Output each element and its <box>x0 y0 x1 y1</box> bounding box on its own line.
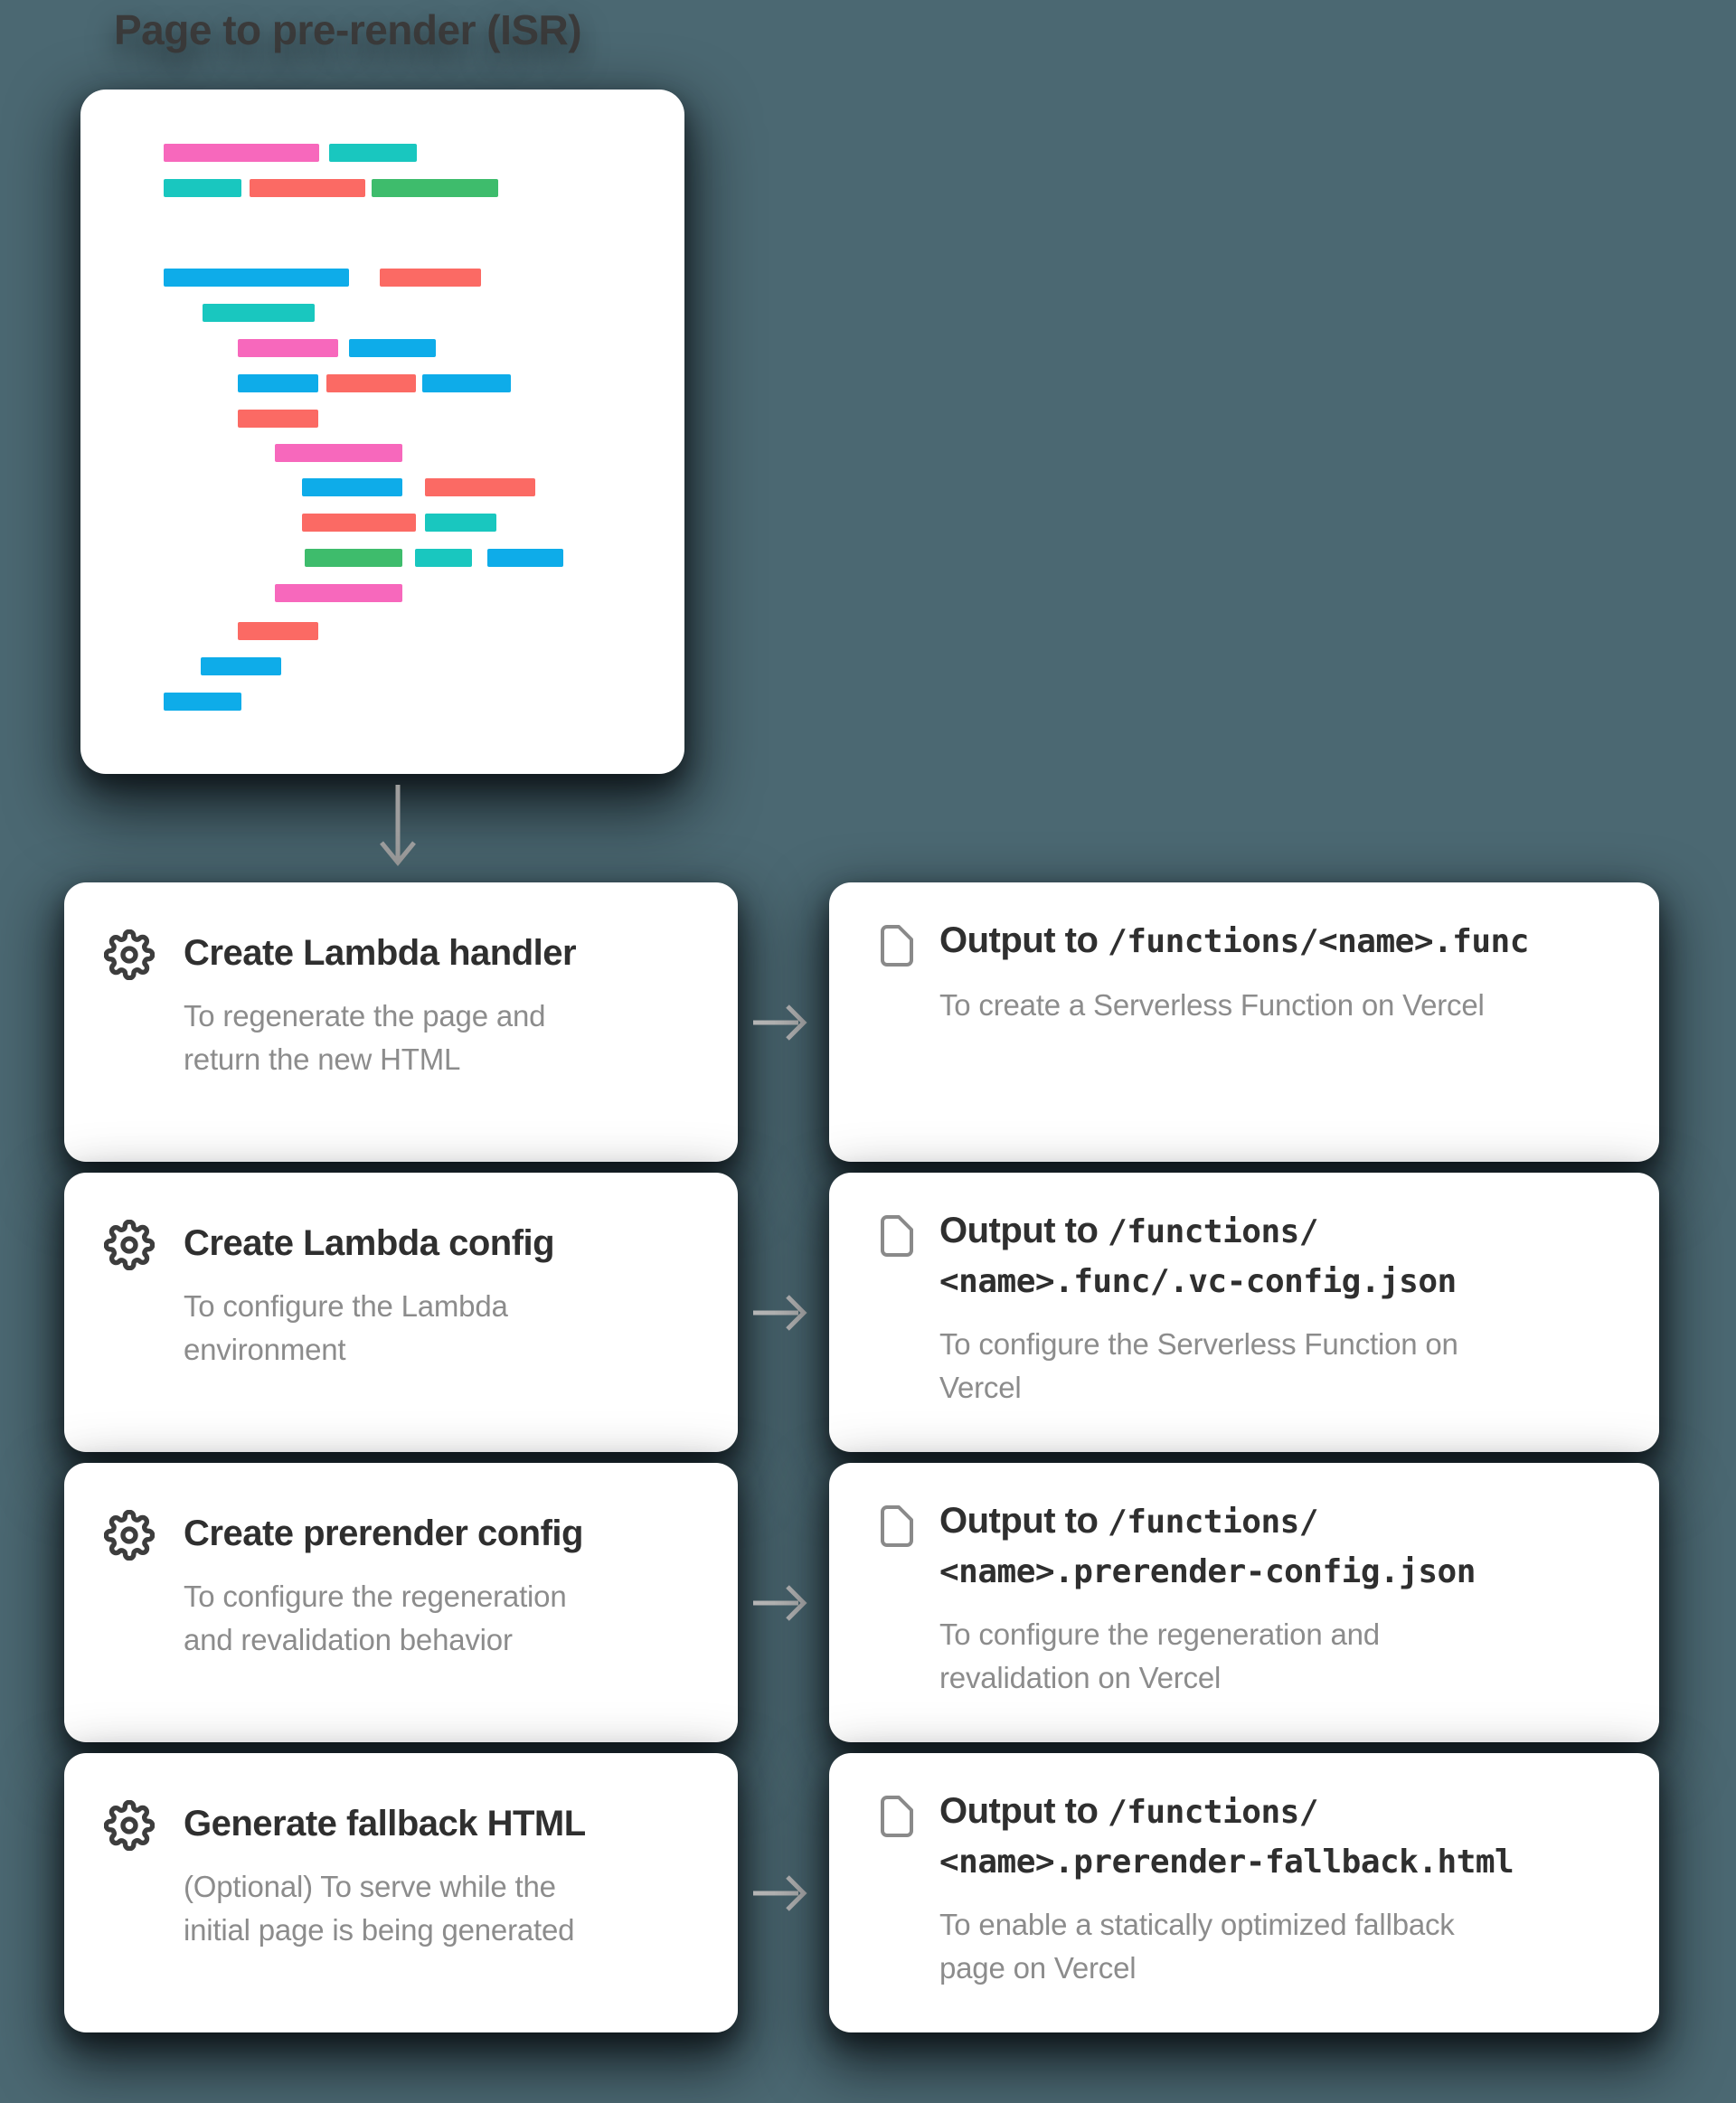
step-title: Create Lambda config <box>184 1223 555 1263</box>
flow-row: Create Lambda config To configure the La… <box>64 1173 1659 1452</box>
output-path: /functions/<name>.func <box>1108 923 1529 960</box>
flow-row: Create prerender config To configure the… <box>64 1463 1659 1742</box>
code-bar <box>201 657 281 675</box>
output-card: Output to /functions/ <name>.func/.vc-con… <box>829 1173 1659 1452</box>
step-title: Create Lambda handler <box>184 933 577 973</box>
output-desc: To enable a statically optimized fallbac… <box>939 1908 1455 1985</box>
output-title: Output to /functions/<name>.func <box>939 913 1623 967</box>
output-title: Output to /functions/ <name>.prerender-fa… <box>939 1784 1623 1887</box>
code-bar <box>275 444 402 462</box>
gear-icon <box>103 1219 156 1275</box>
gear-icon <box>103 1799 156 1855</box>
code-bar <box>238 622 318 640</box>
file-icon <box>880 1214 914 1262</box>
output-prefix: Output to <box>939 1211 1109 1250</box>
flow-row: Generate fallback HTML (Optional) To ser… <box>64 1753 1659 2032</box>
flow-row: Create Lambda handler To regenerate the … <box>64 882 1659 1162</box>
code-bar <box>415 549 472 567</box>
code-bar <box>329 144 417 162</box>
file-icon <box>880 924 914 972</box>
code-bar <box>302 514 416 532</box>
step-desc: To configure the regeneration and revali… <box>184 1580 567 1656</box>
step-card: Generate fallback HTML (Optional) To ser… <box>64 1753 738 2032</box>
output-path-line2: <name>.func/.vc-config.json <box>939 1263 1457 1300</box>
code-bar <box>164 269 349 287</box>
page-title: Page to pre-render (ISR) <box>114 6 582 53</box>
code-bar <box>305 549 402 567</box>
step-card: Create prerender config To configure the… <box>64 1463 738 1742</box>
code-bar <box>203 304 315 322</box>
output-path-line2: <name>.prerender-fallback.html <box>939 1844 1514 1881</box>
code-bar <box>164 693 241 711</box>
code-bar <box>326 374 416 392</box>
code-bar <box>250 179 365 197</box>
code-bar <box>275 584 402 602</box>
output-path: /functions/ <box>1108 1794 1318 1831</box>
file-icon <box>880 1504 914 1552</box>
gear-icon <box>103 929 156 985</box>
code-bar <box>349 339 436 357</box>
code-card <box>80 90 684 774</box>
output-path: /functions/ <box>1108 1213 1318 1250</box>
step-desc: (Optional) To serve while the initial pa… <box>184 1870 575 1947</box>
code-bar <box>238 339 338 357</box>
right-arrow-icon <box>751 1001 813 1044</box>
code-bar <box>425 514 496 532</box>
step-title: Create prerender config <box>184 1514 583 1553</box>
output-card: Output to /functions/<name>.func To crea… <box>829 882 1659 1162</box>
right-arrow-icon <box>751 1291 813 1334</box>
code-bar <box>372 179 498 197</box>
step-title: Generate fallback HTML <box>184 1804 586 1844</box>
step-desc: To regenerate the page and return the ne… <box>184 999 546 1076</box>
output-path-line2: <name>.prerender-config.json <box>939 1553 1476 1590</box>
step-card: Create Lambda handler To regenerate the … <box>64 882 738 1162</box>
output-desc: To configure the regeneration and revali… <box>939 1617 1380 1694</box>
right-arrow-icon <box>751 1872 813 1915</box>
code-bar <box>164 144 319 162</box>
output-prefix: Output to <box>939 1501 1109 1541</box>
code-bar <box>380 269 481 287</box>
code-bar <box>238 410 318 428</box>
output-title: Output to /functions/ <name>.prerender-co… <box>939 1494 1623 1597</box>
output-prefix: Output to <box>939 920 1109 960</box>
gear-icon <box>103 1509 156 1565</box>
code-bar <box>487 549 563 567</box>
file-icon <box>880 1795 914 1843</box>
step-card: Create Lambda config To configure the La… <box>64 1173 738 1452</box>
down-arrow-icon <box>371 783 425 874</box>
output-card: Output to /functions/ <name>.prerender-co… <box>829 1463 1659 1742</box>
output-desc: To create a Serverless Function on Verce… <box>939 988 1485 1022</box>
output-card: Output to /functions/ <name>.prerender-fa… <box>829 1753 1659 2032</box>
code-bar <box>425 478 535 496</box>
step-desc: To configure the Lambda environment <box>184 1289 508 1366</box>
code-bar <box>302 478 402 496</box>
output-path: /functions/ <box>1108 1504 1318 1541</box>
code-bar <box>238 374 318 392</box>
code-bar <box>164 179 241 197</box>
output-title: Output to /functions/ <name>.func/.vc-con… <box>939 1203 1623 1306</box>
output-prefix: Output to <box>939 1791 1109 1831</box>
code-bar <box>422 374 511 392</box>
right-arrow-icon <box>751 1581 813 1625</box>
output-desc: To configure the Serverless Function on … <box>939 1327 1458 1404</box>
